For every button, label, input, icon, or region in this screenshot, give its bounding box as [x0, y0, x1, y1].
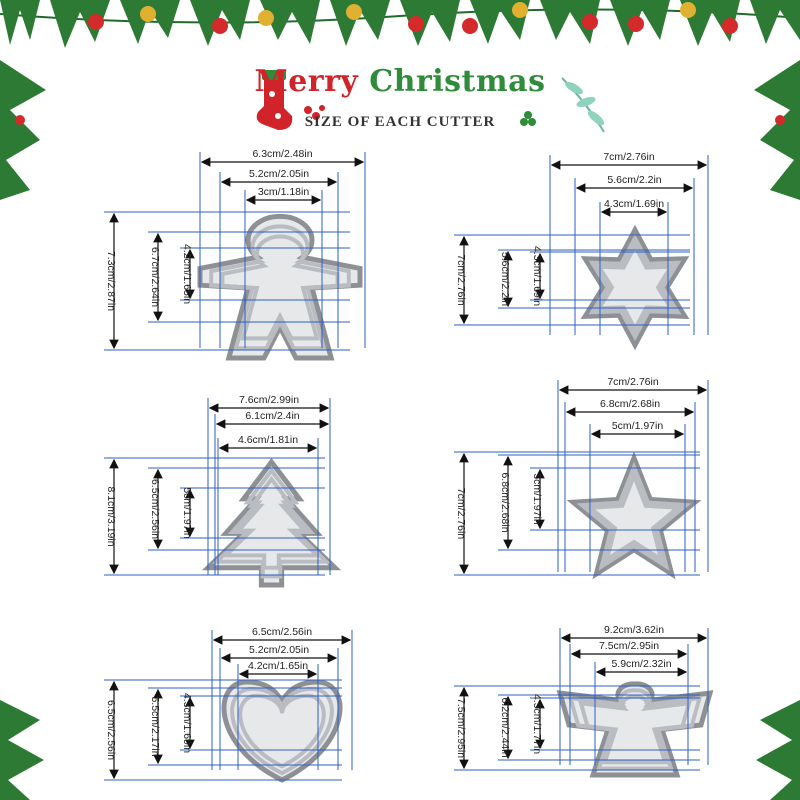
pine-branch-icon [0, 60, 46, 200]
width-label: 4.6cm/1.81in [238, 434, 298, 446]
mistletoe-leaf-icon [561, 77, 605, 133]
height-label: 6.2cm/2.44in [499, 697, 511, 757]
width-label: 6.5cm/2.56in [252, 626, 312, 638]
holly-berries-icon [520, 111, 536, 126]
height-label: 7cm/2.76in [455, 488, 467, 540]
christmas-ornament-ball-icon [88, 2, 738, 34]
cutter-panel-tree: 7.6cm/2.99in 6.1cm/2.4in 4.6cm/1.81in 8.1cm… [90, 370, 380, 590]
height-label: 4.5cm/1.77in [531, 694, 543, 754]
pine-branch-icon [0, 8, 800, 24]
height-label: 4.3cm/1.69in [531, 246, 543, 306]
pine-branch-icon [0, 700, 44, 800]
page-subtitle: SIZE OF EACH CUTTER [304, 114, 496, 130]
cutter-panel-star: 7cm/2.76in 6.8cm/2.68in 5cm/1.97in 7cm/2.76… [440, 370, 730, 590]
cutter-panel-gingerbread: 6.3cm/2.48in 5.2cm/2.05in 3cm/1.18in 7.3cm/… [90, 140, 380, 361]
width-label: 7cm/2.76in [607, 376, 659, 388]
pine-branch-icon [756, 700, 800, 800]
height-label: 5.6cm/2.2in [499, 252, 511, 306]
width-label: 7cm/2.76in [603, 151, 655, 163]
cutter-outline [220, 234, 340, 341]
dimension-diagram: 7cm/2.76in 6.8cm/2.68in 5cm/1.97in 7cm/2.76… [454, 376, 709, 580]
height-label: 8.1cm/3.19in [105, 486, 117, 546]
height-label: 7.5cm/2.95in [455, 698, 467, 758]
height-label: 6.8cm/2.68in [499, 472, 511, 532]
width-label: 6.8cm/2.68in [600, 398, 660, 410]
garland-decoration [0, 0, 800, 60]
width-label: 5.9cm/2.32in [611, 658, 671, 670]
cutter-outline [220, 475, 323, 570]
height-label: 7.3cm/2.87in [105, 251, 117, 311]
width-label: 4.2cm/1.65in [248, 660, 308, 672]
christmas-tree-cutter-image [201, 457, 342, 588]
angel-cutter-image [556, 681, 714, 778]
dimension-diagram: 7.6cm/2.99in 6.1cm/2.4in 4.6cm/1.81in 8.1cm… [104, 394, 342, 588]
width-label: 6.3cm/2.48in [252, 148, 312, 160]
cutter-outline [578, 694, 692, 765]
cutter-outline [211, 467, 332, 579]
page-title: Merry Christmas [0, 64, 800, 99]
title-word-merry: Merry [254, 64, 359, 99]
cutter-outline [567, 688, 703, 771]
width-label: 4.3cm/1.69in [604, 198, 664, 210]
height-label: 7cm/2.76in [455, 254, 467, 306]
height-label: 6.5cm/2.56in [105, 700, 117, 760]
width-label: 5.6cm/2.2in [607, 174, 661, 186]
snowflake-cutter-image [580, 224, 690, 351]
cutter-outline [209, 224, 351, 351]
width-label: 5.2cm/2.05in [249, 644, 309, 656]
width-label: 7.6cm/2.99in [239, 394, 299, 406]
cutter-outline [585, 470, 683, 564]
cutter-outline [576, 461, 692, 571]
gingerbread-man-cutter-image [197, 213, 363, 361]
holly-berries-icon [304, 105, 325, 120]
cutter-outline [197, 213, 363, 361]
dimension-diagram: 7cm/2.76in 5.6cm/2.2in 4.3cm/1.69in 7cm/2.7… [454, 151, 709, 351]
heart-cutter-image [221, 679, 343, 783]
christmas-stocking-icon [256, 70, 293, 130]
cutter-outline [595, 241, 675, 334]
width-label: 7.5cm/2.95in [599, 640, 659, 652]
height-label: 4.3cm/1.69in [181, 693, 193, 753]
star-cutter-image [566, 451, 702, 580]
dimension-diagram: 9.2cm/3.62in 7.5cm/2.95in 5.9cm/2.32in 7.5c… [454, 624, 714, 778]
cutter-outline [580, 224, 690, 351]
cutter-panel-heart: 6.5cm/2.56in 5.2cm/2.05in 4.2cm/1.65in 6.5c… [90, 610, 380, 800]
cutter-outline [588, 233, 682, 342]
cutter-outline [238, 693, 326, 769]
height-label: 5.5cm/2.17in [149, 696, 161, 756]
dimension-diagram: 6.5cm/2.56in 5.2cm/2.05in 4.2cm/1.65in 6.5c… [104, 626, 353, 783]
dimension-diagram: 6.3cm/2.48in 5.2cm/2.05in 3cm/1.18in 7.3cm/… [104, 148, 366, 361]
width-label: 5.2cm/2.05in [249, 168, 309, 180]
width-label: 9.2cm/3.62in [604, 624, 664, 636]
width-label: 6.1cm/2.4in [245, 410, 299, 422]
height-label: 4.2cm/1.65in [181, 244, 193, 304]
cutter-panel-angel: 9.2cm/3.62in 7.5cm/2.95in 5.9cm/2.32in 7.5c… [440, 610, 730, 800]
title-word-christmas: Christmas [369, 64, 546, 99]
height-label: 5cm/1.97in [531, 473, 543, 525]
height-label: 6.5cm/2.56in [149, 479, 161, 539]
width-label: 5cm/1.97in [612, 420, 664, 432]
header: Merry Christmas SIZE OF EACH CUTTER [0, 62, 800, 142]
pine-branch-icon [754, 60, 800, 200]
cutter-panel-snowflake: 7cm/2.76in 5.6cm/2.2in 4.3cm/1.69in 7cm/2.7… [440, 140, 730, 360]
width-label: 3cm/1.18in [258, 186, 310, 198]
height-label: 5cm/1.97in [181, 487, 193, 539]
height-label: 6.7cm/2.64in [149, 247, 161, 307]
